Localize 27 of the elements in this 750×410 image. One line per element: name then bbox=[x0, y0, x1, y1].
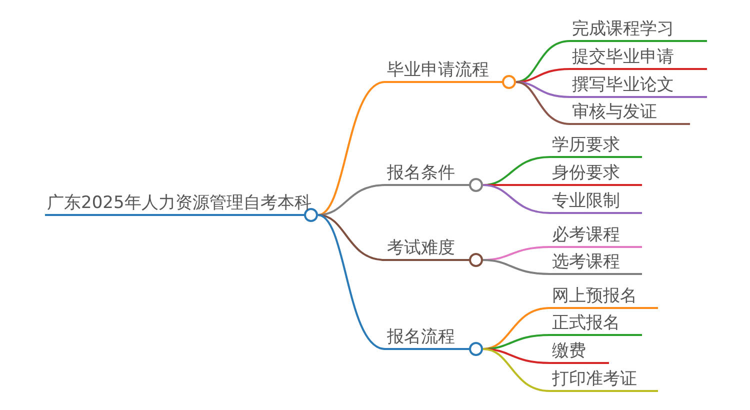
branch-connector bbox=[482, 184, 550, 214]
branch-connector bbox=[318, 214, 386, 261]
branch-connector bbox=[516, 40, 570, 83]
topic-text: 报名条件 bbox=[387, 163, 455, 183]
topic-text: 考试难度 bbox=[387, 238, 455, 258]
topic-text: 专业限制 bbox=[552, 191, 620, 211]
topic-text: 缴费 bbox=[552, 341, 586, 361]
topic-text: 必考课程 bbox=[552, 225, 620, 245]
branch-connector bbox=[318, 81, 386, 216]
topic-text: 身份要求 bbox=[552, 163, 620, 183]
branch-connector bbox=[318, 214, 386, 350]
branch-connector bbox=[482, 259, 550, 275]
topic-text: 完成课程学习 bbox=[572, 19, 674, 39]
branch-connector bbox=[482, 348, 550, 392]
branch-connector bbox=[516, 81, 570, 125]
branch-connector bbox=[516, 81, 570, 98]
topic-text: 选考课程 bbox=[552, 252, 620, 272]
topic-text: 毕业申请流程 bbox=[387, 60, 489, 80]
topic-text: 提交毕业申请 bbox=[572, 47, 674, 67]
topic-text: 网上预报名 bbox=[552, 286, 637, 306]
topic-text: 审核与发证 bbox=[572, 102, 657, 122]
topic-text: 打印准考证 bbox=[552, 369, 637, 389]
topic-text: 学历要求 bbox=[552, 135, 620, 155]
topic-text: 正式报名 bbox=[552, 313, 620, 333]
topic-text: 报名流程 bbox=[387, 327, 455, 347]
topic-text: 撰写毕业论文 bbox=[572, 75, 674, 95]
topic-text: 广东2025年人力资源管理自考本科 bbox=[47, 193, 312, 213]
